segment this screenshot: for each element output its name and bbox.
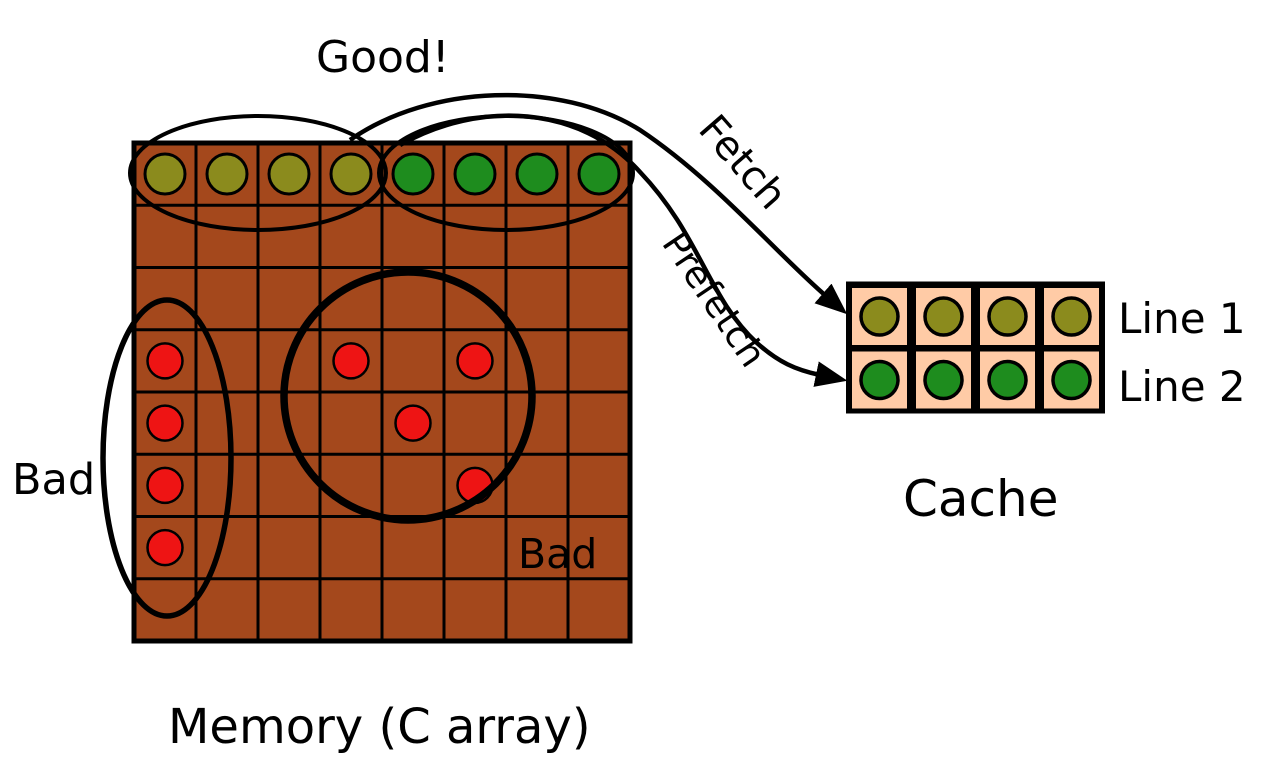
prefetch-arrow	[398, 113, 848, 387]
cache-box	[846, 281, 1105, 414]
prefetch-label: Prefetch	[654, 224, 775, 375]
memory-top-dot-olive	[267, 152, 311, 196]
good-ellipse-fetch-group	[128, 114, 388, 232]
cache-line1-label: Line 1	[1118, 294, 1246, 343]
cache-dot-green	[1051, 359, 1092, 401]
memory-red-dot	[332, 342, 370, 380]
memory-red-dot	[146, 404, 184, 442]
memory-top-dot-olive	[329, 152, 373, 196]
cache-label: Cache	[903, 470, 1059, 528]
memory-top-dot-green	[515, 152, 559, 196]
good-label: Good!	[316, 32, 450, 83]
memory-red-dot	[394, 404, 432, 442]
cache-dot-green	[923, 359, 964, 401]
memory-top-dot-olive	[205, 152, 249, 196]
memory-red-dot	[146, 466, 184, 505]
cache-dot-green	[859, 359, 900, 401]
memory-top-dot-olive	[143, 152, 187, 196]
memory-top-dot-green	[453, 152, 497, 196]
cache-dot-olive	[859, 296, 900, 337]
cache-dot-olive	[1051, 296, 1092, 337]
fetch-arrow	[348, 92, 848, 315]
memory-top-dot-green	[577, 152, 621, 196]
bad-left-label: Bad	[12, 455, 95, 505]
memory-red-dot	[146, 528, 184, 567]
memory-red-dot	[456, 342, 494, 380]
bad-column-ellipse	[100, 297, 234, 619]
bad-inner-label: Bad	[518, 530, 597, 578]
bad-scatter-circle	[280, 268, 536, 524]
cache-dots	[859, 296, 1092, 401]
memory-label: Memory (C array)	[168, 699, 591, 755]
memory-top-row-dots	[143, 152, 621, 196]
memory-red-dot	[146, 342, 184, 380]
cache-dot-olive	[923, 296, 964, 337]
cache-dot-olive	[987, 296, 1028, 337]
cache-dot-green	[987, 359, 1028, 401]
memory-grid-lines	[134, 143, 630, 641]
fetch-label: Fetch	[689, 106, 795, 218]
cache-line2-label: Line 2	[1118, 362, 1246, 411]
memory-top-dot-green	[391, 152, 435, 196]
